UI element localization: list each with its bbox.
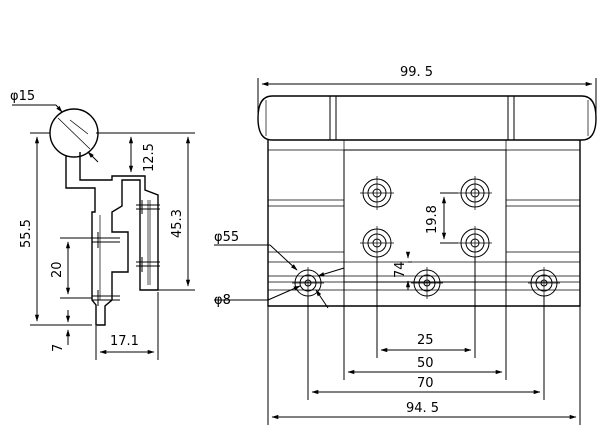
label-dia-15: φ15 — [10, 89, 35, 104]
leaf-hole — [411, 267, 443, 299]
leaf-hole — [528, 267, 560, 299]
leaf-plate — [267, 140, 581, 307]
knuckle-circle — [49, 108, 99, 158]
label-12-5: 12.5 — [142, 143, 157, 172]
plate-hole — [458, 226, 492, 260]
label-50: 50 — [417, 356, 434, 371]
label-19-8: 19.8 — [425, 205, 440, 234]
leaf-hole — [292, 267, 324, 299]
label-94-5: 94. 5 — [406, 401, 439, 416]
side-view — [12, 104, 195, 360]
label-25: 25 — [417, 333, 434, 348]
knuckle-barrel — [257, 95, 597, 141]
label-55-5: 55.5 — [19, 219, 34, 248]
label-dia-8: φ8 — [214, 293, 231, 308]
label-70: 70 — [417, 376, 434, 391]
label-7: 7 — [51, 344, 66, 352]
label-dia-55: φ55 — [214, 230, 239, 245]
label-17-1: 17.1 — [110, 334, 139, 349]
front-view — [214, 78, 597, 425]
leaf-profile — [65, 152, 159, 326]
plate-hole — [360, 176, 394, 210]
label-74: 74 — [393, 261, 408, 278]
label-45-3: 45.3 — [170, 209, 185, 238]
screw-marks-side — [92, 200, 160, 306]
plate-hole — [360, 226, 394, 260]
label-99-5: 99. 5 — [400, 65, 433, 80]
label-20: 20 — [50, 261, 65, 278]
plate-hole — [458, 176, 492, 210]
inner-plate — [343, 149, 507, 283]
